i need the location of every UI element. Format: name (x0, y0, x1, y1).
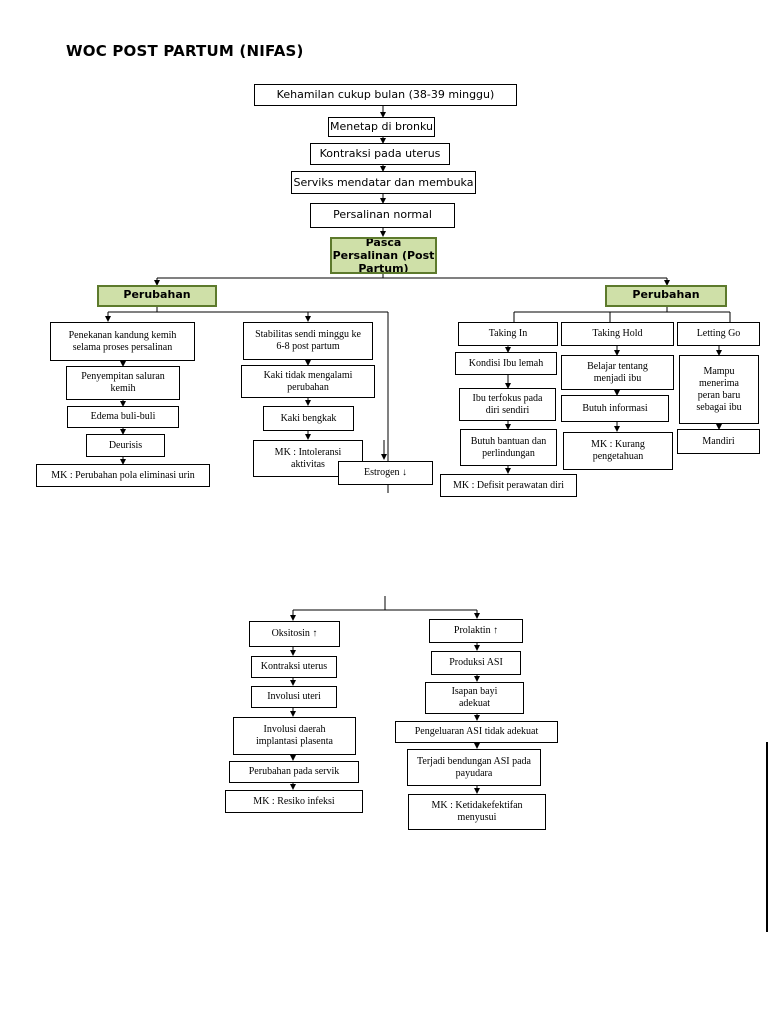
page-edge-line (766, 742, 768, 932)
bottom-left-item: Oksitosin ↑ (249, 621, 340, 647)
flow-pasca-persalinan: Pasca Persalinan (Post Partum) (330, 237, 437, 274)
left-col1-item: Edema buli-buli (67, 406, 179, 428)
flow-kontraksi: Kontraksi pada uterus (310, 143, 450, 165)
taking-in-header: Taking In (458, 322, 558, 346)
bottom-right-mk: MK : Ketidakefektifan menyusui (408, 794, 546, 830)
taking-hold-item: Butuh informasi (561, 395, 669, 422)
letting-go-item: Mandiri (677, 429, 760, 454)
bottom-right-item: Pengeluaran ASI tidak adekuat (395, 721, 558, 743)
bottom-left-item: Involusi daerah implantasi plasenta (233, 717, 356, 755)
bottom-left-item: Involusi uteri (251, 686, 337, 708)
bottom-right-item: Isapan bayi adekuat (425, 682, 524, 714)
letting-go-item: Mampu menerima peran baru sebagai ibu (679, 355, 759, 424)
bottom-left-item: Kontraksi uterus (251, 656, 337, 678)
bottom-right-item: Produksi ASI (431, 651, 521, 675)
left-col2-item: Kaki bengkak (263, 406, 354, 431)
flow-serviks: Serviks mendatar dan membuka (291, 171, 476, 194)
flow-menetap: Menetap di bronku (328, 117, 435, 137)
bottom-right-item: Terjadi bendungan ASI pada payudara (407, 749, 541, 786)
left-header: Perubahan (97, 285, 217, 307)
left-col1-item: Deurisis (86, 434, 165, 457)
left-col2-item: Stabilitas sendi minggu ke 6-8 post part… (243, 322, 373, 360)
bottom-left-item: Perubahan pada servik (229, 761, 359, 783)
left-col1-mk: MK : Perubahan pola eliminasi urin (36, 464, 210, 487)
taking-in-item: Butuh bantuan dan perlindungan (460, 429, 557, 466)
taking-in-item: Kondisi Ibu lemah (455, 352, 557, 375)
taking-hold-mk: MK : Kurang pengetahuan (563, 432, 673, 470)
taking-hold-item: Belajar tentang menjadi ibu (561, 355, 674, 390)
taking-in-item: Ibu terfokus pada diri sendiri (459, 388, 556, 421)
bottom-left-mk: MK : Resiko infeksi (225, 790, 363, 813)
estrogen-box: Estrogen ↓ (338, 461, 433, 485)
flow-kehamilan: Kehamilan cukup bulan (38-39 minggu) (254, 84, 517, 106)
left-col1-item: Penekanan kandung kemih selama proses pe… (50, 322, 195, 361)
letting-go-header: Letting Go (677, 322, 760, 346)
right-header: Perubahan (605, 285, 727, 307)
flow-persalinan: Persalinan normal (310, 203, 455, 228)
page-title: WOC POST PARTUM (NIFAS) (66, 42, 304, 60)
taking-hold-header: Taking Hold (561, 322, 674, 346)
taking-in-mk: MK : Defisit perawatan diri (440, 474, 577, 497)
left-col2-item: Kaki tidak mengalami perubahan (241, 365, 375, 398)
left-col1-item: Penyempitan saluran kemih (66, 366, 180, 400)
bottom-right-item: Prolaktin ↑ (429, 619, 523, 643)
